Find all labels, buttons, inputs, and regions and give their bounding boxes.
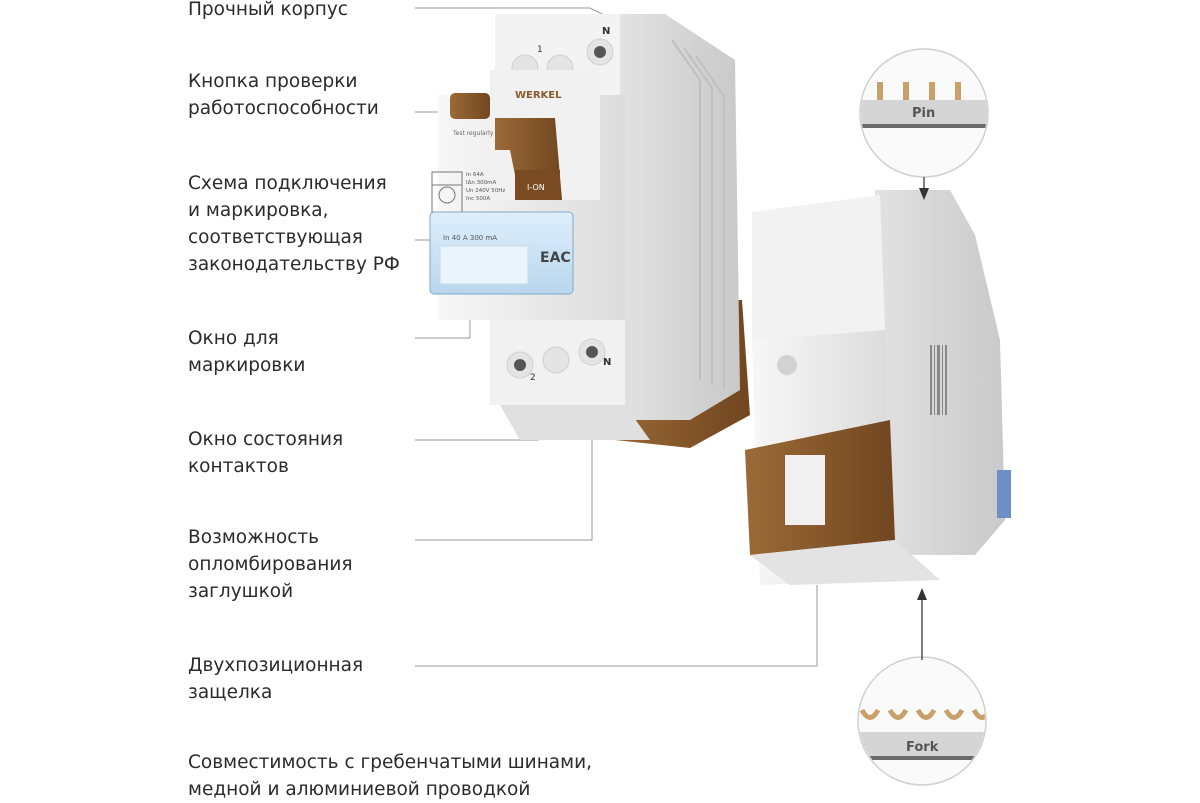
terminal-bottom-2: 2: [530, 373, 536, 383]
pin-label: Pin: [912, 106, 935, 121]
terminal-bottom-n: N: [603, 357, 611, 368]
feature-latch: Двухпозиционная защелка: [188, 655, 364, 703]
terminal-top-1: 1: [537, 45, 543, 55]
rating-text: In 40 A 300 mA: [443, 234, 497, 242]
test-button-shape: [450, 93, 490, 119]
feature-sealing: Возможность опломбирования заглушкой: [188, 527, 353, 602]
arrow-down-icon: [919, 188, 929, 200]
barcode: [930, 345, 947, 415]
spec-2: IΔn 300mA: [466, 180, 496, 186]
rcd-front-device: 1 N WERKEL Test regularly I-ON In 64A IΔ…: [429, 14, 750, 448]
spec-1: In 64A: [466, 172, 484, 178]
feature-body: Прочный корпус: [188, 0, 348, 20]
pin-busbar-detail: Pin: [859, 48, 989, 200]
arrow-up-icon: [917, 588, 927, 600]
rcd-back-device: [745, 190, 1011, 585]
fork-label: Fork: [906, 740, 939, 755]
spec-4: Inc 500A: [466, 196, 490, 202]
lever-text: I-ON: [527, 183, 545, 192]
feature-compat: Совместимость с гребенчатыми шинами, мед…: [188, 752, 592, 800]
terminal-top-n: N: [602, 26, 610, 37]
feature-marking-window: Окно для маркировки: [188, 328, 306, 376]
test-regularly-text: Test regularly: [452, 130, 494, 137]
brand-logo-text: WERKEL: [515, 90, 562, 101]
line-latch: [415, 585, 818, 667]
feature-contact-window: Окно состояния контактов: [188, 429, 344, 477]
feature-test-button: Кнопка проверки работоспособности: [188, 71, 379, 119]
feature-wiring: Схема подключения и маркировка, соответс…: [188, 173, 400, 275]
fork-busbar-detail: Fork: [857, 588, 987, 786]
eac-mark: EAC: [540, 250, 571, 266]
spec-3: Un 240V 50Hz: [466, 188, 505, 194]
